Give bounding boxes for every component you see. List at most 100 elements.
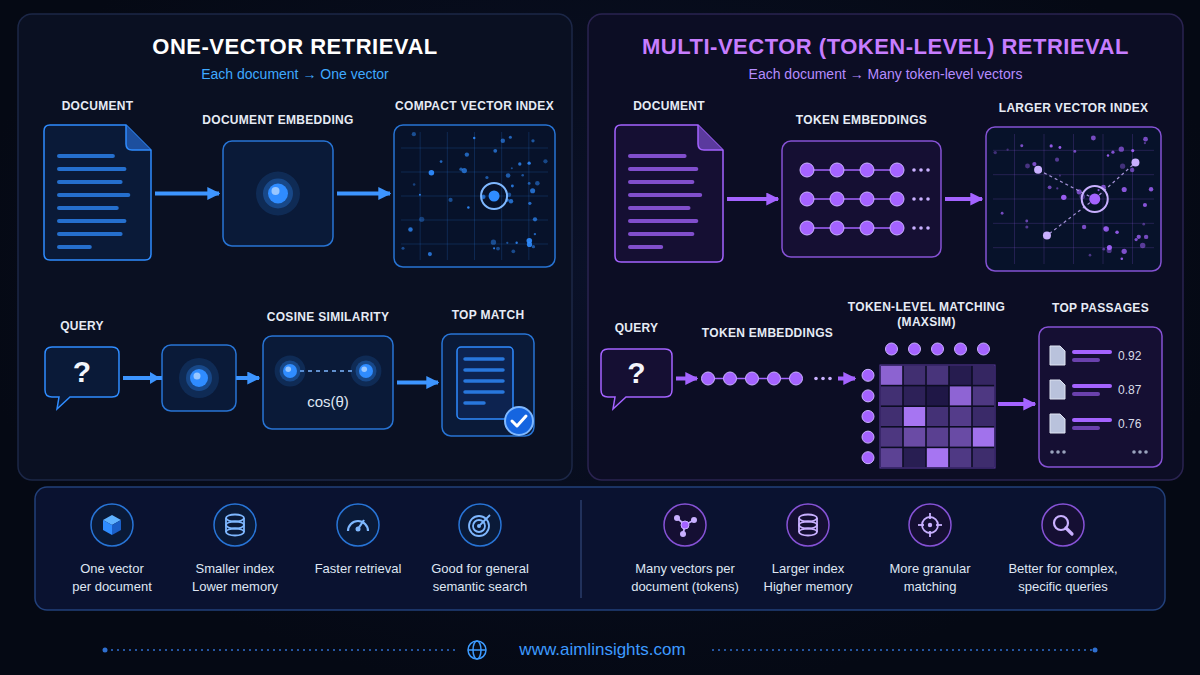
illustration-part	[243, 518, 245, 532]
similarity-cell	[904, 407, 925, 426]
illustration-part	[534, 233, 536, 235]
similarity-cell	[881, 407, 902, 426]
illustration-part	[1066, 528, 1072, 534]
illustration-part	[543, 159, 547, 163]
illustration-part	[468, 649, 486, 651]
illustration-part	[674, 515, 680, 521]
query-bubble: QUERY?	[44, 346, 120, 410]
match-dot	[1089, 194, 1100, 205]
illustration-part	[1072, 384, 1112, 388]
illustration-part	[465, 368, 503, 372]
retrieval-panel: DOCUMENTTOKEN EMBEDDINGSLARGER VECTOR IN…	[588, 14, 1183, 480]
illustration-part	[509, 136, 512, 139]
illustration-part	[531, 139, 534, 142]
illustration-part	[630, 219, 696, 223]
icon-ring	[91, 504, 133, 546]
feature-icon: One vector per document	[90, 503, 134, 547]
illustration-part	[408, 227, 413, 232]
passage-icon	[1050, 380, 1065, 399]
illustration-part	[506, 173, 511, 178]
illustration-part	[912, 226, 916, 230]
illustration-part	[467, 206, 469, 208]
feat-shape	[213, 503, 257, 547]
panel-title: MULTI-VECTOR (TOKEN-LEVEL) RETRIEVAL	[588, 34, 1183, 60]
illustration-part	[509, 199, 513, 203]
illustration-part	[1122, 187, 1127, 192]
token-vector	[800, 221, 814, 235]
step-label: TOKEN EMBEDDINGS	[702, 326, 833, 341]
illustration-part	[1131, 159, 1139, 167]
step-label: QUERY	[615, 321, 659, 336]
illustration-part	[59, 154, 113, 158]
illustration-part	[928, 523, 932, 527]
illustration-part	[1143, 137, 1148, 142]
passages-shape	[1038, 326, 1163, 468]
illustration-part	[1038, 170, 1095, 199]
feature-icon: Larger indexHigher memory	[786, 503, 830, 547]
similarity-cell	[927, 386, 948, 405]
icon-ring	[1042, 504, 1084, 546]
illustration-part	[485, 176, 488, 179]
box-outline	[782, 141, 941, 257]
illustration-part	[493, 247, 495, 249]
illustration-part	[480, 515, 490, 525]
doc-token	[909, 343, 921, 355]
feature-text: Larger index	[743, 560, 873, 578]
top-passages-box: TOP PASSAGES0.920.870.76	[1038, 326, 1163, 468]
token-vector	[830, 163, 844, 177]
similarity-cell	[881, 448, 902, 467]
matrix-shape	[858, 340, 995, 468]
match-ring	[481, 183, 507, 209]
illustration-part	[1020, 144, 1023, 147]
illustration-part	[1132, 134, 1133, 264]
panel-subtitle: Each document → One vector	[18, 66, 572, 82]
similarity-cell	[950, 428, 971, 447]
illustration-part	[511, 167, 513, 169]
illustration-part	[465, 401, 484, 405]
flow-arrow	[945, 197, 982, 201]
illustration-part	[1095, 163, 1136, 200]
similarity-cell	[904, 366, 925, 385]
feature-band	[35, 487, 1165, 610]
illustration-part	[126, 125, 151, 150]
illustration-part	[1055, 158, 1059, 162]
illustration-part	[401, 244, 548, 245]
illustration-part	[1107, 248, 1112, 253]
illustration-part	[1102, 248, 1105, 251]
illustration-part	[681, 521, 689, 529]
cos-shape	[262, 335, 394, 430]
icon-ring	[664, 504, 706, 546]
token-embedding-box: TOKEN EMBEDDINGS	[781, 140, 942, 258]
illustration-part	[356, 527, 361, 532]
footer-rule	[712, 649, 1095, 651]
similarity-cell	[973, 407, 994, 426]
illustration-part	[465, 152, 469, 156]
illustration-part	[59, 167, 124, 171]
token-vector	[768, 372, 781, 385]
similarity-cell	[927, 407, 948, 426]
illustration-part	[1025, 164, 1030, 169]
match-dot	[489, 191, 500, 202]
token-vector	[746, 372, 759, 385]
vector-dot	[359, 364, 373, 378]
illustration-part	[1137, 235, 1141, 239]
feature-icon: Faster retrieval	[336, 503, 380, 547]
step-label: TOKEN-LEVEL MATCHING (MAXSIM)	[832, 300, 1022, 330]
match-ring	[1082, 186, 1108, 212]
illustration-part	[1115, 230, 1119, 234]
query-mark: ?	[44, 346, 120, 397]
step-label: LARGER VECTOR INDEX	[999, 101, 1149, 116]
score-value: 0.76	[1118, 416, 1158, 432]
feat-shape	[663, 503, 707, 547]
illustration-part	[936, 524, 942, 526]
panel-title: ONE-VECTOR RETRIEVAL	[18, 34, 572, 60]
step-label: TOP PASSAGES	[1052, 301, 1149, 316]
illustration-part	[501, 132, 502, 260]
panel-subtitle: Each document → Many token-level vectors	[588, 66, 1183, 82]
illustration-part	[1072, 392, 1100, 396]
illustration-part	[263, 179, 293, 209]
feat-shape	[908, 503, 952, 547]
illustration-part	[59, 180, 121, 184]
feature-icon: More granular matching	[908, 503, 952, 547]
